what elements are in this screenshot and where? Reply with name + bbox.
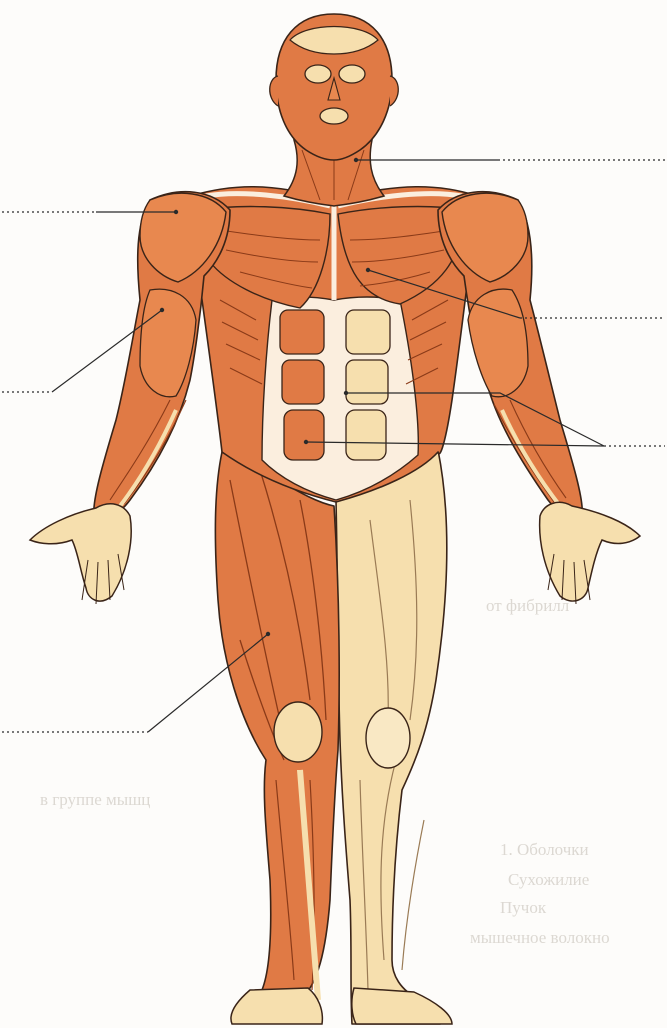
kneecap-left [366,708,410,768]
right-hand [30,504,131,601]
left-foot [352,988,452,1024]
left-hand [540,502,640,601]
ear-right [270,76,278,106]
mouth [320,108,348,124]
right-foot [231,988,322,1024]
eye-orbit-left [339,65,365,83]
left-biceps [468,289,528,397]
eye-orbit-right [305,65,331,83]
ear-left [390,76,398,106]
kneecap-right [274,702,322,762]
